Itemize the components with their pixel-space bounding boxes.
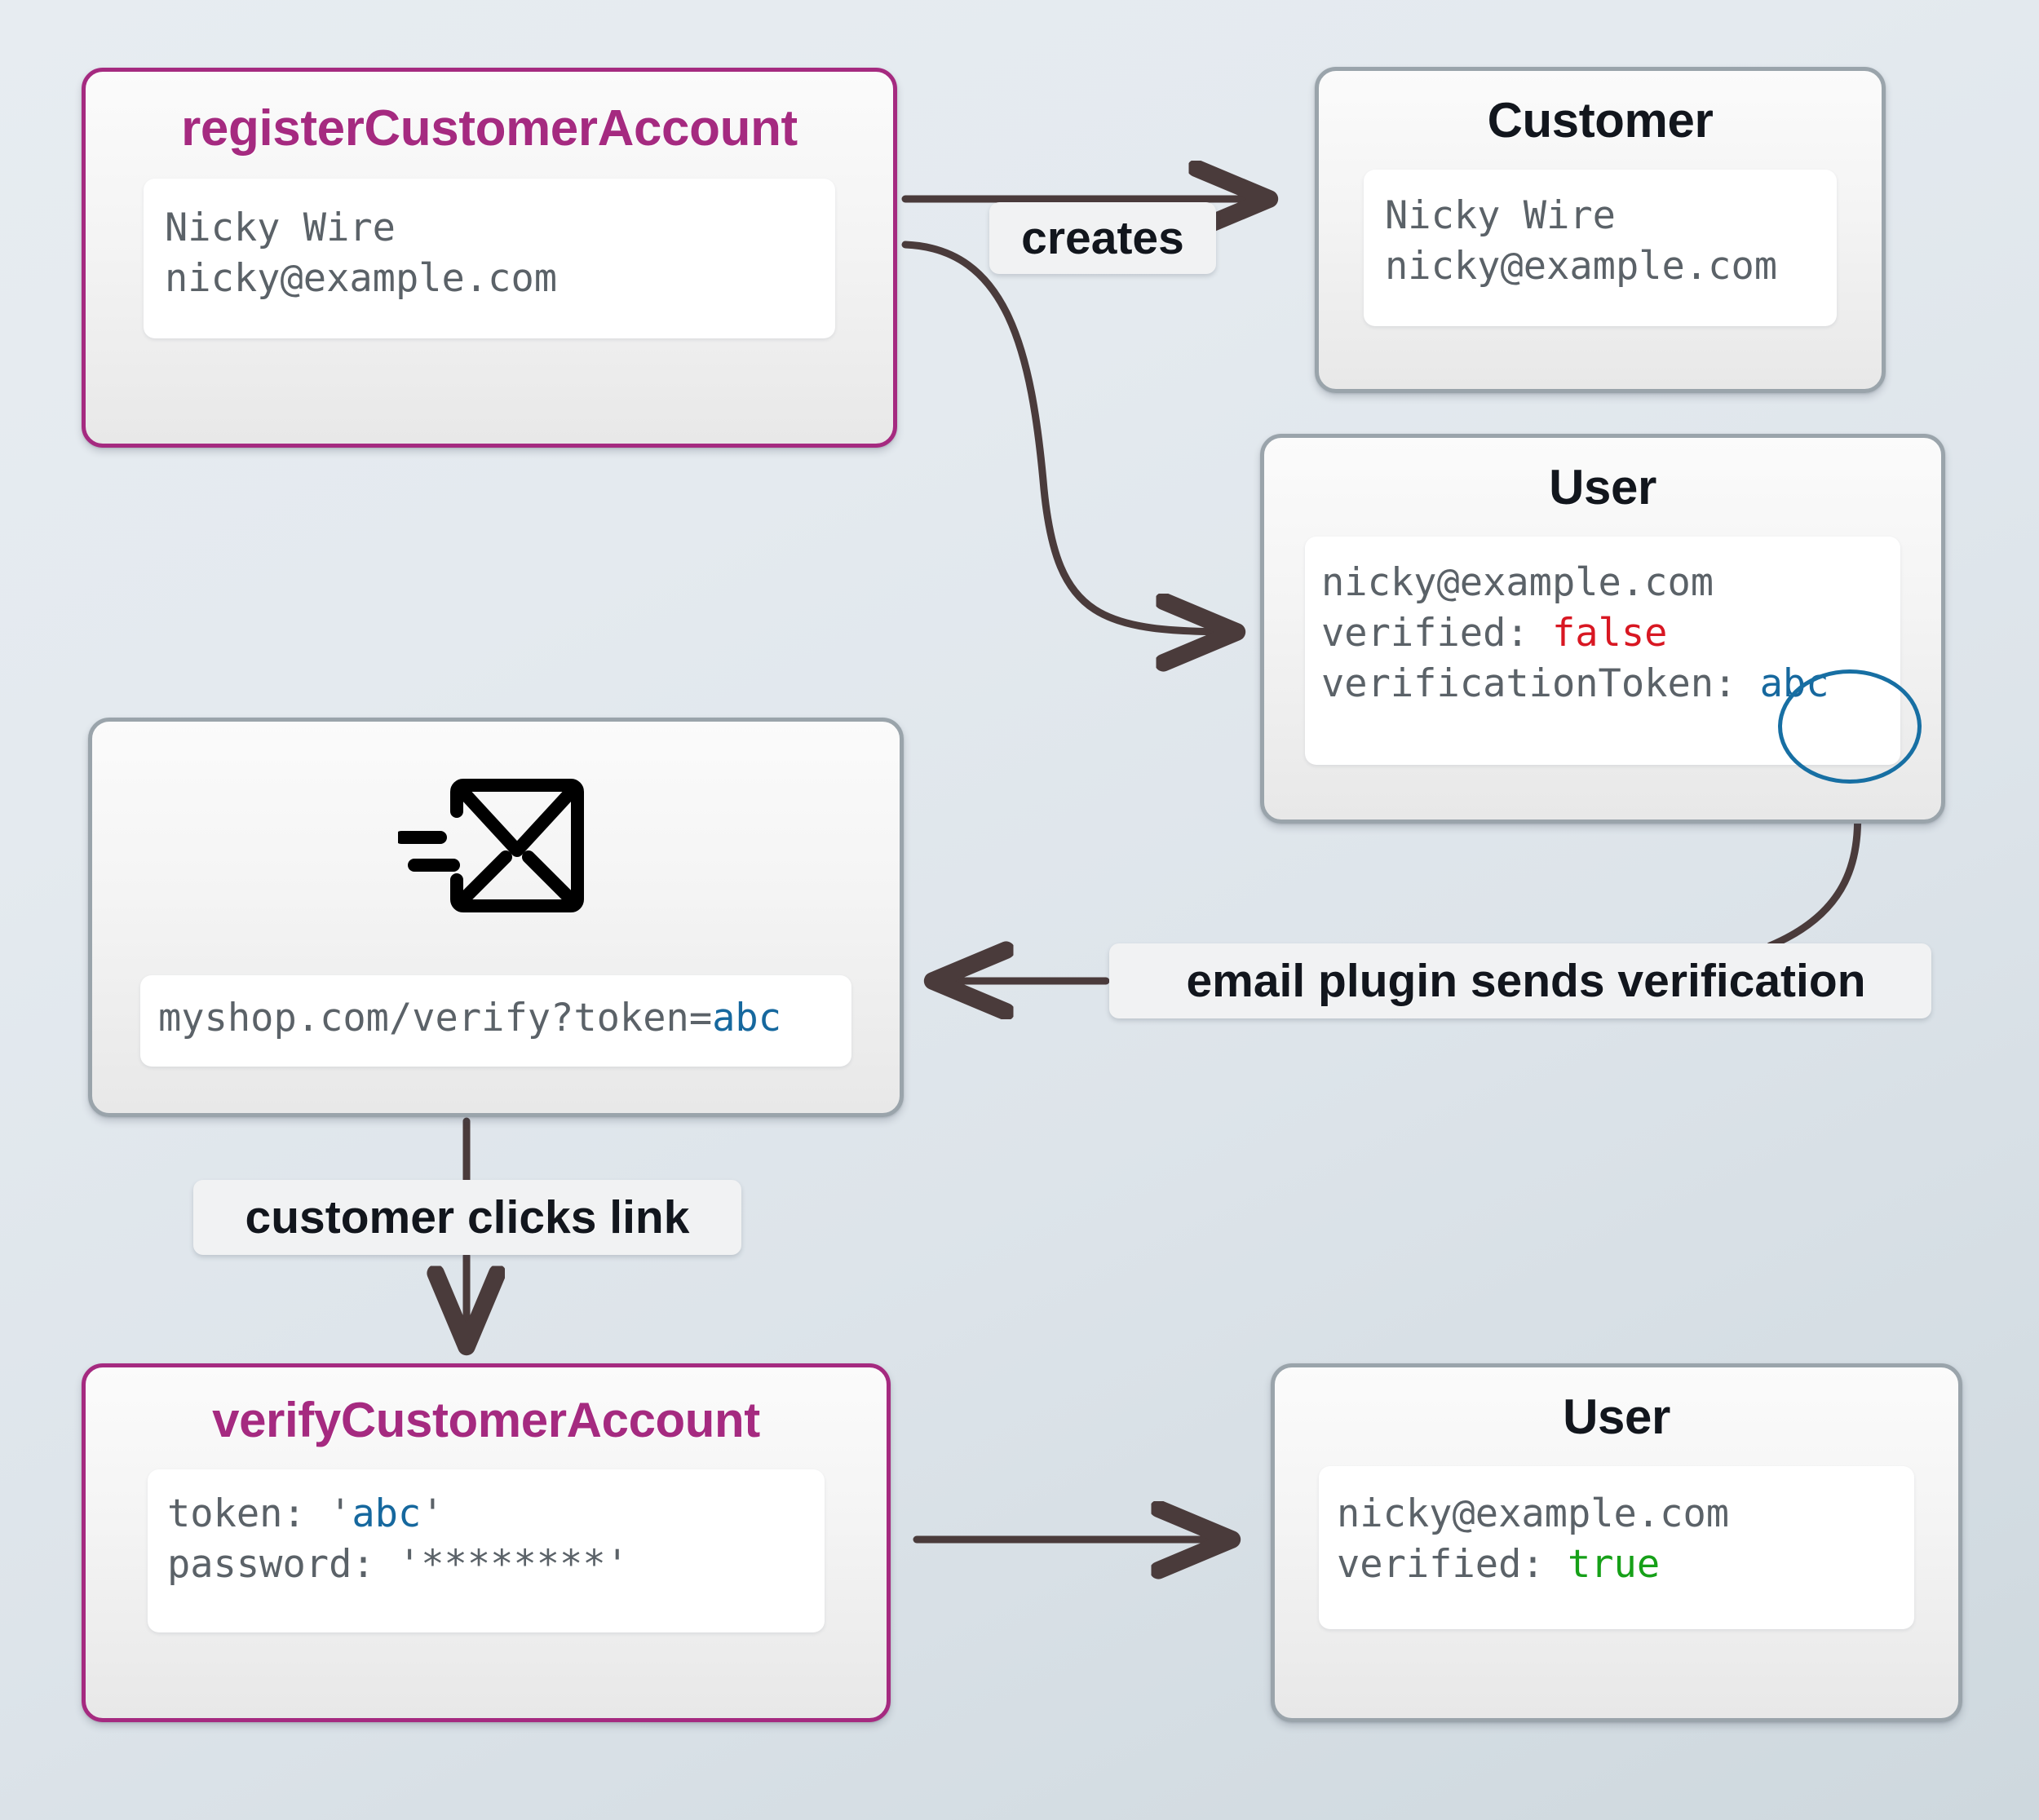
user-unverified-token-label: verificationToken: <box>1321 661 1760 707</box>
email-link-token: abc <box>712 996 782 1040</box>
user-unverified-email: nicky@example.com <box>1321 560 1714 605</box>
node-title-user-verified: User <box>1563 1389 1670 1444</box>
user-unverified-token-row: verificationToken: abc <box>1321 659 1900 709</box>
verify-token-quote-close: ' <box>421 1491 445 1536</box>
user-unverified-payload: nicky@example.com verified: false verifi… <box>1305 537 1922 784</box>
customer-payload: Nicky Wire nicky@example.com <box>1364 170 1837 326</box>
node-title-customer: Customer <box>1487 93 1714 148</box>
user-unverified-verified-label: verified: <box>1321 611 1552 656</box>
edge-register-to-user <box>901 241 1240 632</box>
node-verify-customer-account[interactable]: verifyCustomerAccount token: 'abc' passw… <box>82 1363 891 1722</box>
customer-line-name: Nicky Wire <box>1385 193 1616 238</box>
email-link-row: myshop.com/verify?token=abc <box>158 993 851 1044</box>
email-link-slot[interactable]: myshop.com/verify?token=abc <box>140 975 851 1067</box>
customer-line-email: nicky@example.com <box>1385 244 1778 289</box>
node-title-register: registerCustomerAccount <box>181 100 798 157</box>
user-verified-verified-value: true <box>1567 1542 1661 1588</box>
email-link-prefix: myshop.com/verify?token= <box>158 996 713 1040</box>
verify-password-label: password: <box>167 1542 398 1588</box>
register-line-email: nicky@example.com <box>165 256 558 302</box>
verify-password-value: '********' <box>397 1542 629 1588</box>
node-register-customer-account[interactable]: registerCustomerAccount Nicky Wire nicky… <box>82 68 897 448</box>
verify-payload: token: 'abc' password: '********' <box>148 1469 825 1632</box>
node-user-unverified[interactable]: User nicky@example.com verified: false v… <box>1260 434 1945 824</box>
envelope-send-icon <box>395 772 594 923</box>
edge-label-customer-clicks-link: customer clicks link <box>193 1180 741 1255</box>
node-title-verify: verifyCustomerAccount <box>212 1393 760 1447</box>
verify-password-row: password: '********' <box>167 1539 825 1590</box>
node-customer[interactable]: Customer Nicky Wire nicky@example.com <box>1315 67 1886 393</box>
verify-token-label: token: <box>167 1491 330 1536</box>
edge-label-creates: creates <box>989 202 1216 274</box>
verify-token-quote-open: ' <box>329 1491 352 1536</box>
user-verified-payload: nicky@example.com verified: true <box>1319 1466 1914 1629</box>
user-verified-verified-row: verified: true <box>1337 1539 1914 1590</box>
node-title-user-unverified: User <box>1549 460 1656 515</box>
user-unverified-verified-value: false <box>1551 611 1668 656</box>
verify-token-value: abc <box>352 1491 422 1536</box>
user-unverified-verified-row: verified: false <box>1321 608 1900 659</box>
register-line-name: Nicky Wire <box>165 205 396 250</box>
user-unverified-token-value: abc <box>1759 661 1829 707</box>
user-verified-email: nicky@example.com <box>1337 1491 1730 1536</box>
edge-label-email-plugin-sends-verification: email plugin sends verification <box>1109 943 1931 1018</box>
node-user-verified[interactable]: User nicky@example.com verified: true <box>1271 1363 1962 1722</box>
register-payload: Nicky Wire nicky@example.com <box>144 179 835 338</box>
node-verification-email[interactable]: myshop.com/verify?token=abc <box>88 718 904 1117</box>
verify-token-row: token: 'abc' <box>167 1489 825 1539</box>
user-verified-verified-label: verified: <box>1337 1542 1568 1588</box>
